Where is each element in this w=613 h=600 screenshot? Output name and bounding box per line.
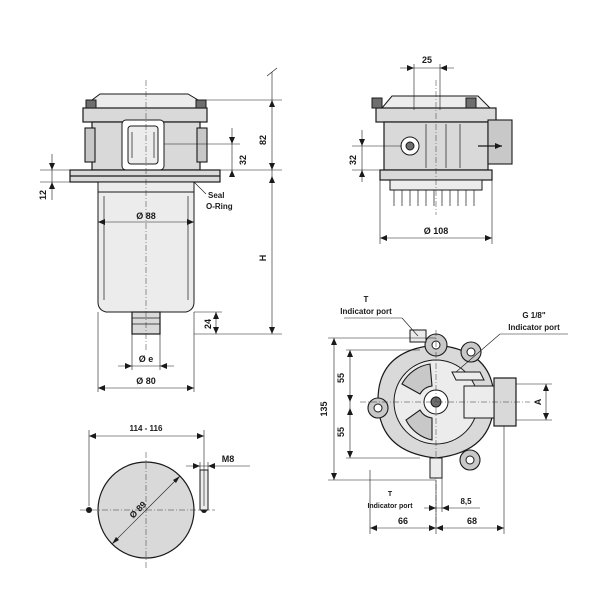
dim-12: 12: [38, 190, 48, 200]
label-seal: Seal: [208, 191, 224, 200]
dim-66: 66: [398, 516, 408, 526]
side-view: [371, 80, 513, 215]
front-view-dimensions: 82 32 12 Seal O-Ring Ø 88 H 24: [38, 67, 282, 392]
label-t-top: T: [364, 295, 369, 304]
dim-55-bottom: 55: [336, 427, 346, 437]
dim-dia-108: Ø 108: [424, 226, 449, 236]
plan-view: [360, 329, 530, 525]
dim-114-116: 114 - 116: [130, 424, 163, 433]
dim-h: H: [258, 255, 268, 262]
label-t-bottom-port: Indicator port: [367, 503, 413, 510]
dim-24: 24: [203, 319, 213, 329]
dim-8-5: 8,5: [460, 497, 472, 506]
dim-a: A: [533, 398, 543, 405]
dim-55-top: 55: [336, 373, 346, 383]
label-t-bottom: T: [388, 491, 393, 498]
label-g18-port: Indicator port: [508, 323, 560, 332]
dim-dia-80: Ø 80: [136, 376, 156, 386]
dim-32-left: 32: [238, 155, 248, 165]
label-o-ring: O-Ring: [206, 202, 233, 211]
dim-25: 25: [422, 55, 432, 65]
plan-view-dimensions: 135 55 55 A 66 68: [319, 295, 568, 534]
side-view-dimensions: 25 32 Ø 108: [348, 55, 493, 244]
dim-135: 135: [319, 401, 329, 416]
dim-82: 82: [258, 135, 268, 145]
mounting-hole-view: Ø 89: [80, 452, 215, 568]
label-t-top-port: Indicator port: [340, 307, 392, 316]
label-g18: G 1/8": [522, 311, 546, 320]
dim-32-right: 32: [348, 155, 358, 165]
dim-m8: M8: [222, 454, 235, 464]
dim-68: 68: [467, 516, 477, 526]
mounting-hole-dimensions: 114 - 116 M8: [88, 424, 250, 506]
dim-dia-e: Ø e: [139, 354, 154, 364]
dim-dia-88: Ø 88: [136, 211, 156, 221]
